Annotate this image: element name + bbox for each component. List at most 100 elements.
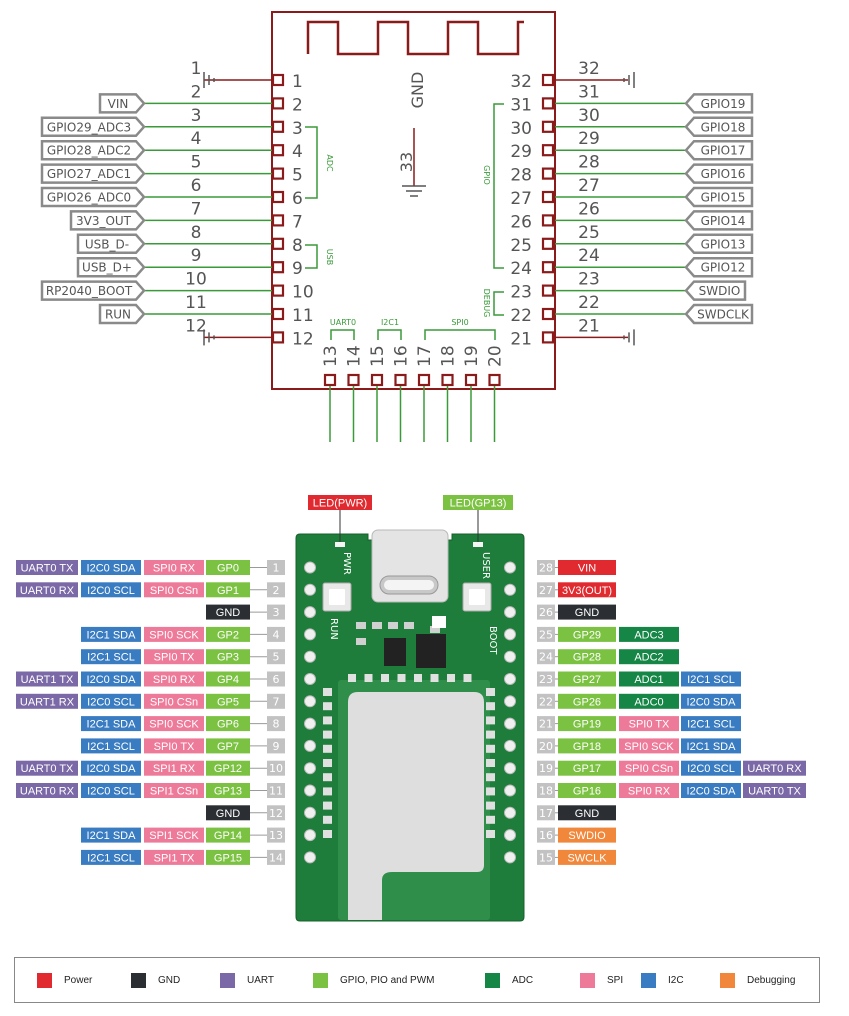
pin-number-box [537, 738, 555, 754]
gnd-tag-text: GND [575, 607, 600, 619]
header-pin [304, 695, 316, 708]
gpio-group-label: GPIO [482, 165, 491, 185]
gpio-tag: GP28 [558, 649, 616, 665]
adc-tag-text: ADC3 [634, 629, 663, 641]
legend-label: GPIO, PIO and PWM [340, 974, 435, 986]
pin-number-box [537, 693, 555, 709]
header-pin [504, 784, 516, 797]
power-tag: 3V3(OUT) [558, 582, 616, 598]
net-label: GPIO19 [684, 93, 754, 114]
pin-number-outside: 22 [578, 293, 600, 313]
module-pad [414, 674, 422, 682]
power-tag-box [558, 582, 616, 598]
gpio-tag: GP19 [558, 716, 616, 732]
net-label-text: GPIO13 [701, 237, 746, 251]
net-label-text: SWDIO [699, 284, 741, 298]
pin-number: 14 [269, 851, 283, 864]
gpio-tag-box [206, 760, 250, 776]
pin-pad [271, 120, 285, 133]
pin-pad [541, 261, 555, 274]
uart-group-label: UART0 [330, 318, 356, 327]
i2c-tag-text: I2C0 SDA [87, 763, 137, 775]
uart-tag-box [16, 760, 78, 776]
pin-number: 28 [539, 562, 553, 575]
module-pad [486, 744, 495, 753]
i2c-tag: I2C0 SCL [81, 693, 141, 709]
gpio-tag-text: GP18 [573, 741, 601, 753]
uart-tag-text: UART0 RX [747, 763, 802, 775]
i2c-tag-box [81, 693, 141, 709]
net-label: RUN [98, 303, 146, 325]
spi-tag: SPI0 TX [619, 716, 679, 732]
legend-label: UART [247, 974, 275, 986]
gnd-tag-box [206, 604, 250, 620]
header-pin [304, 650, 316, 663]
pin-pad [271, 284, 285, 297]
gpio-tag-text: GP19 [573, 719, 601, 731]
pin-number-inside: 12 [292, 329, 314, 349]
i2c-tag: I2C1 SCL [81, 849, 141, 865]
uart-tag: UART1 RX [16, 693, 78, 709]
led-pwr-label: LED(PWR) [313, 498, 367, 510]
module-pad [486, 759, 495, 767]
legend-swatch [720, 972, 735, 988]
pin-pad [271, 307, 285, 321]
gpio-tag: GP29 [558, 626, 616, 642]
gpio-tag-box [206, 827, 250, 843]
spi-tag-text: SPI1 RX [153, 763, 196, 775]
gpio-tag-text: GP2 [217, 629, 239, 641]
net-label: SWDCLK [684, 303, 754, 325]
pin-number-inside: 19 [462, 345, 482, 367]
pin-number: 18 [539, 785, 553, 798]
net-label: USB_D- [76, 233, 146, 255]
uart-tag: UART0 TX [16, 760, 78, 776]
pin-number-box [537, 849, 555, 865]
uart-tag-box [16, 671, 78, 687]
pin-number-box [267, 693, 285, 709]
pin-number: 4 [273, 628, 280, 641]
pin-number: 10 [269, 762, 283, 775]
adc-group-label: ADC [325, 154, 334, 172]
legend-swatch [37, 972, 52, 988]
spi-tag-box [144, 738, 204, 754]
pin-number-box [537, 760, 555, 776]
pin-number-outside: 4 [191, 129, 202, 149]
module-pad [323, 730, 332, 739]
pin-pad [541, 214, 555, 227]
adc-tag-text: ADC1 [634, 674, 663, 686]
spi-tag: SPI0 RX [619, 783, 679, 798]
pin-number-box [267, 671, 285, 687]
pin-number-box [537, 626, 555, 642]
gpio-tag: GP12 [206, 760, 250, 776]
spi-tag: SPI0 TX [144, 738, 204, 754]
net-label-text: USB_D- [85, 237, 129, 251]
gpio-tag-box [206, 738, 250, 754]
net-label-box [684, 233, 754, 255]
module-pad [323, 830, 332, 838]
module-pad [486, 730, 495, 739]
pin-number-inside: 6 [292, 189, 303, 209]
pin-number-outside: 24 [578, 246, 600, 266]
gpio-tag-text: GP15 [214, 852, 242, 864]
uart-tag-text: UART1 RX [20, 696, 75, 708]
legend-item-power: Power [37, 958, 92, 1002]
flash-chip [416, 634, 446, 668]
net-label: GPIO29_ADC3 [40, 116, 146, 138]
i2c-tag-box [81, 738, 141, 754]
spi-group-bracket [424, 329, 496, 340]
uart-tag-text: UART0 RX [20, 585, 75, 597]
net-label: VIN [98, 93, 146, 114]
net-label-text: GPIO19 [701, 97, 746, 111]
pin-number-box [267, 582, 285, 598]
gnd-tag: GND [206, 805, 250, 821]
header-pin [304, 628, 316, 641]
gpio-tag-box [206, 582, 250, 598]
net-label-box [684, 139, 754, 161]
header-pin [304, 606, 316, 619]
spi-group-label: SPI0 [451, 318, 468, 327]
uart-tag: UART0 TX [16, 560, 78, 575]
pin-number-box [537, 649, 555, 665]
pin-number: 17 [539, 807, 553, 820]
net-label: 3V3_OUT [69, 210, 146, 231]
led-pwr [335, 542, 345, 547]
